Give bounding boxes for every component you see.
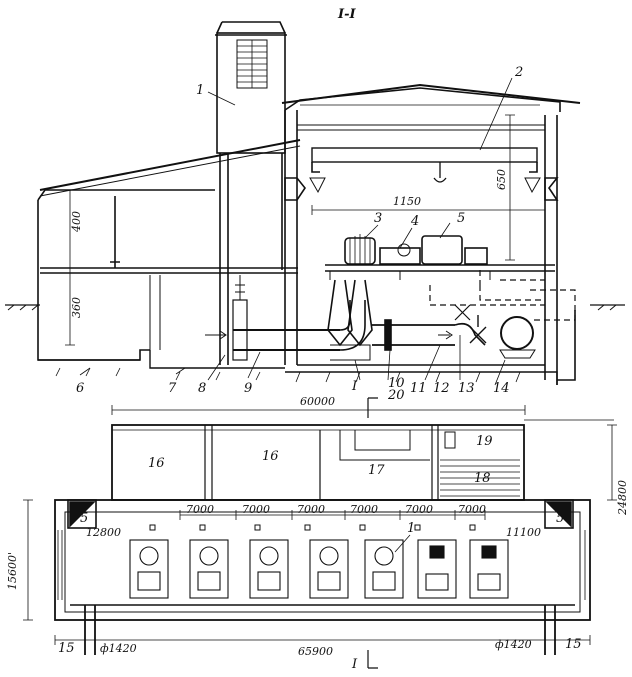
plan-view bbox=[23, 397, 617, 669]
room-16-left: 16 bbox=[148, 456, 165, 471]
plan-callout-15-left: 15 bbox=[58, 641, 75, 656]
stair-5-left: 5 bbox=[80, 511, 88, 526]
callout-11: 11 bbox=[410, 381, 427, 396]
dimension-65900: 65900 bbox=[298, 645, 333, 658]
bay-dimension-3: 7000 bbox=[297, 503, 325, 516]
dimension-400: 400 bbox=[70, 211, 83, 233]
bay-dimension-4: 7000 bbox=[350, 503, 378, 516]
callout-14: 14 bbox=[493, 381, 510, 396]
plan-callout-15-right: 15 bbox=[565, 637, 582, 652]
bay-dimension-5: 7000 bbox=[405, 503, 433, 516]
dimension-1150: 1150 bbox=[393, 195, 421, 208]
dimension-11100: 11100 bbox=[506, 526, 541, 539]
cut-mark-top: I bbox=[351, 379, 358, 394]
callout-12: 12 bbox=[433, 381, 450, 396]
callout-7: 7 bbox=[168, 381, 177, 396]
callout-5: 5 bbox=[457, 211, 465, 226]
dimension-12800: 12800 bbox=[86, 526, 121, 539]
dimension-60000: 60000 bbox=[300, 395, 335, 408]
callout-10: 10 bbox=[388, 376, 405, 391]
room-18: 18 bbox=[474, 471, 491, 486]
callout-20: 20 bbox=[387, 388, 405, 403]
callout-1: 1 bbox=[196, 83, 204, 98]
bay-dimension-1: 7000 bbox=[186, 503, 214, 516]
dimension-24800: 24800 bbox=[616, 480, 629, 516]
pipe-diameter-right: ф1420 bbox=[495, 638, 532, 651]
callout-4: 4 bbox=[410, 214, 419, 229]
room-16-right: 16 bbox=[262, 449, 279, 464]
room-17: 17 bbox=[368, 463, 385, 478]
pipe-diameter-left: ф1420 bbox=[100, 642, 137, 655]
callout-8: 8 bbox=[198, 381, 206, 396]
stair-5-right: 5 bbox=[556, 511, 564, 526]
dimension-15600: 15600' bbox=[6, 552, 19, 590]
plan-callout-1: 1 bbox=[407, 521, 415, 536]
callout-2: 2 bbox=[514, 65, 523, 80]
callout-13: 13 bbox=[458, 381, 475, 396]
cut-mark-bottom: I bbox=[351, 657, 358, 672]
dimension-360: 360 bbox=[70, 297, 83, 318]
dimension-650: 650 bbox=[495, 169, 508, 190]
room-19: 19 bbox=[476, 434, 493, 449]
callout-6: 6 bbox=[76, 381, 84, 396]
callout-3: 3 bbox=[374, 211, 382, 226]
section-title: I-I bbox=[337, 7, 356, 22]
bay-dimension-2: 7000 bbox=[242, 503, 270, 516]
section-view bbox=[5, 21, 625, 386]
bay-dimension-6: 7000 bbox=[458, 503, 486, 516]
callout-9: 9 bbox=[244, 381, 252, 396]
